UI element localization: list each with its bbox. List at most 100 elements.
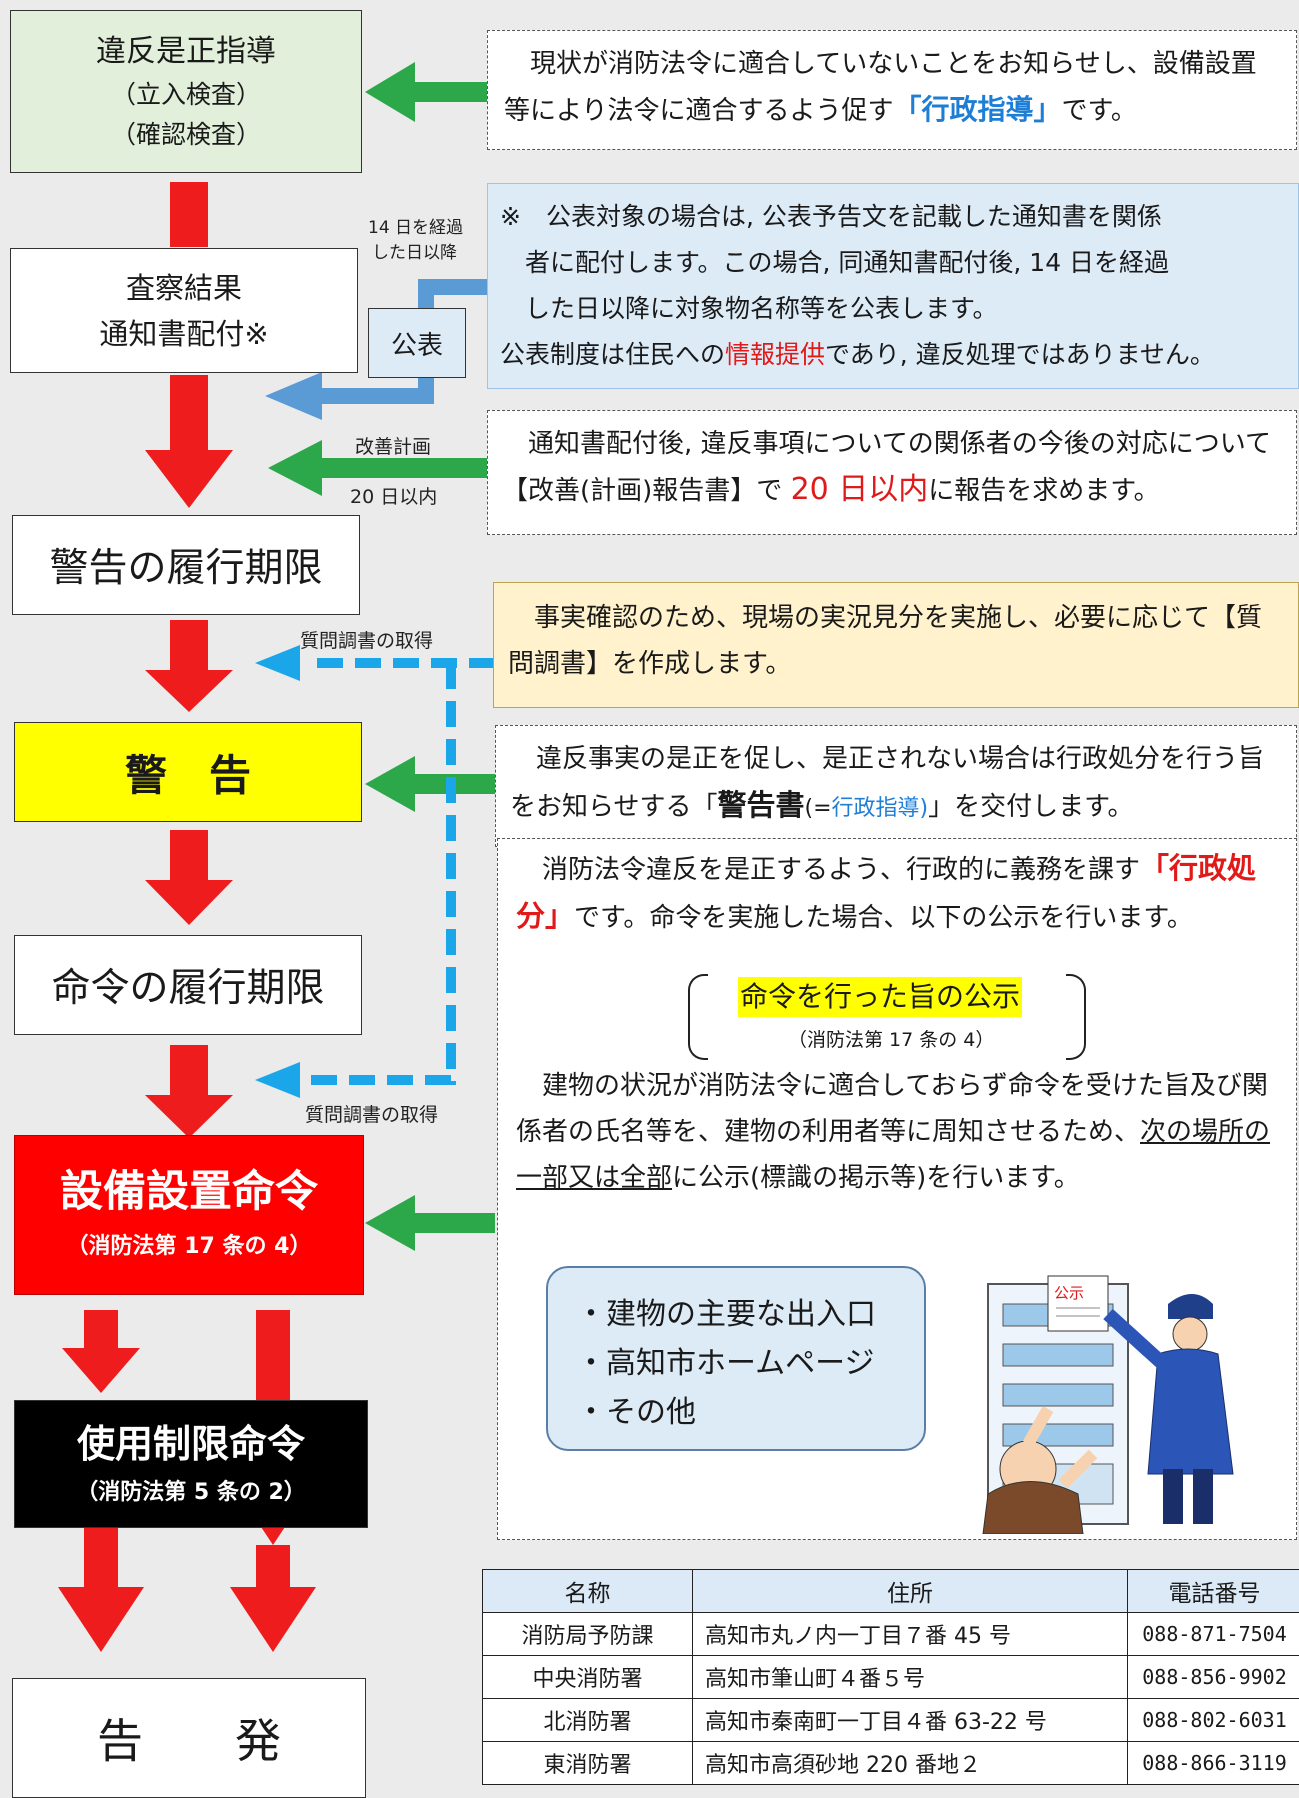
note-meirei-f: に公示(標識の掲示等)を行います。 [672,1163,1080,1193]
station-name: 消防局予防課 [483,1613,693,1656]
step-keikoku-label: 警 告 [125,742,251,803]
table-row: 北消防署 高知市秦南町一丁目４番 63-22 号 088-802-6031 [483,1699,1299,1742]
posting-notice-illustration: 公示 [968,1264,1268,1534]
blue-arrow-segment [320,388,434,404]
note-kaizen: 通知書配付後, 違反事項についての関係者の今後の対応について【改善(計画)報告書… [487,410,1297,535]
step-shidou-box: 違反是正指導 （立入検査） （確認検査） [10,10,362,173]
label-kaizen: 改善計画 [355,432,431,459]
step-kokuhatsu-box: 告 発 [12,1678,366,1798]
note-meirei-detail: 建物の状況が消防法令に適合しておらず命令を受けた旨及び関係者の氏名等を、建物の利… [516,1063,1286,1201]
koukai-label: 公表 [391,325,443,362]
kouji-bracket-left [688,974,708,1060]
note-koukai-l4c: であり, 違反処理ではありません。 [825,340,1215,369]
red-arrow-shaft [170,830,208,880]
note-keikoku-end: を交付します。 [954,792,1133,822]
note-shitsumon: 事実確認のため、現場の実況見分を実施し、必要に応じて【質問調書】を作成します。 [493,582,1299,708]
label-14days-2: した日以降 [372,238,457,263]
note-koukai-l2: 者に配付します。この場合, 同通知書配付後, 14 日を経過 [500,240,1286,286]
kouji-title: 命令を行った旨の公示 [738,977,1022,1017]
note-shidou-emph: 「行政指導」 [893,93,1061,126]
note-shidou-end: です。 [1062,96,1137,126]
kouji-sub: （消防法第 17 条の 4） [788,1025,994,1052]
red-arrow-head [145,670,233,712]
table-row: 東消防署 高知市高須砂地 220 番地２ 088-866-3119 [483,1742,1299,1785]
station-name: 東消防署 [483,1742,693,1785]
red-arrow-head [145,450,233,508]
table-header-row: 名称 住所 電話番号 [483,1570,1299,1613]
red-arrow-shaft [256,1545,290,1587]
station-address: 高知市丸ノ内一丁目７番 45 号 [693,1613,1128,1656]
station-tel: 088-856-9902 [1128,1656,1299,1699]
note-koukai-l3: した日以降に対象物名称等を公表します。 [500,286,1286,332]
note-kaizen-end: に報告を求めます。 [928,476,1159,506]
step-kokuhatsu-label: 告 発 [97,1705,281,1771]
kouji-place-item: ・高知市ホームページ [576,1339,896,1388]
red-arrow-head [230,1587,316,1652]
dashed-arrow-head [255,1062,300,1098]
note-meirei: 消防法令違反を是正するよう、行政的に義務を課す「行政処分」です。命令を実施した場… [497,838,1297,1540]
note-koukai-l1: ※ 公表対象の場合は, 公表予告文を記載した通知書を関係 [500,194,1286,240]
red-arrow-head [62,1348,140,1393]
step-setsubi-sub: （消防法第 17 条の 4） [67,1224,312,1270]
note-meirei-a: 消防法令違反を是正するよう、行政的に義務を課す [516,855,1140,885]
kouji-place-list: ・建物の主要な出入口 ・高知市ホームページ ・その他 [546,1266,926,1451]
note-keikoku-q1: 「 [691,792,717,822]
station-address: 高知市筆山町４番５号 [693,1656,1128,1699]
green-arrow-head [365,62,415,122]
note-keikoku: 違反事実の是正を促し、是正されない場合は行政処分を行う旨をお知らせする「警告書(… [495,725,1297,847]
note-keikoku-gyosei: 行政指導) [832,796,929,821]
table-row: 消防局予防課 高知市丸ノ内一丁目７番 45 号 088-871-7504 [483,1613,1299,1656]
label-shitsumon-top: 質問調書の取得 [300,626,433,653]
step-shidou-title: 違反是正指導 [96,29,276,75]
step-keikoku-kigen-label: 警告の履行期限 [49,537,322,593]
step-shiyou-sub: （消防法第 5 条の 2） [76,1473,306,1513]
station-address: 高知市高須砂地 220 番地２ [693,1742,1128,1785]
step-meirei-kigen-box: 命令の履行期限 [14,935,362,1035]
table-header-address: 住所 [693,1570,1128,1613]
step-setsubi-box: 設備設置命令 （消防法第 17 条の 4） [14,1135,364,1295]
kouji-place-item: ・建物の主要な出入口 [576,1290,896,1339]
step-shidou-sub2: （確認検査） [111,115,261,155]
note-koukai-l4: 公表制度は住民への情報提供であり, 違反処理ではありません。 [500,332,1286,378]
step-shiyou-box: 使用制限命令 （消防法第 5 条の 2） [14,1400,368,1528]
red-arrow-head [58,1587,144,1652]
station-tel: 088-802-6031 [1128,1699,1299,1742]
step-keikoku-box: 警 告 [14,722,362,822]
step-keikoku-kigen-box: 警告の履行期限 [12,515,360,615]
kouji-place-item: ・その他 [576,1388,896,1437]
sign-text: 公示 [1054,1284,1084,1302]
note-koukai-l4a: 公表制度は住民への [500,340,725,369]
note-meirei-intro: 消防法令違反を是正するよう、行政的に義務を課す「行政処分」です。命令を実施した場… [516,845,1286,941]
step-tsuchi-line2: 通知書配付※ [99,311,268,357]
fire-station-table: 名称 住所 電話番号 消防局予防課 高知市丸ノ内一丁目７番 45 号 088-8… [482,1569,1299,1785]
dashed-arrow-head [255,645,300,681]
green-arrow-shaft [320,458,495,478]
note-shidou: 現状が消防法令に適合していないことをお知らせし、設備設置等により法令に適合するよ… [487,30,1297,150]
note-koukai: ※ 公表対象の場合は, 公表予告文を記載した通知書を関係 者に配付します。この場… [487,183,1299,389]
note-shidou-text: 現状が消防法令に適合していないことをお知らせし、設備設置等により法令に適合するよ… [504,49,1257,126]
step-meirei-kigen-label: 命令の履行期限 [51,957,324,1013]
green-arrow-head [268,440,322,496]
blue-arrow-head [265,372,322,420]
red-arrow-shaft [170,182,208,247]
kouji-bracket-right [1066,974,1086,1060]
green-arrow-head [365,1195,415,1251]
station-address: 高知市秦南町一丁目４番 63-22 号 [693,1699,1128,1742]
red-arrow-shaft [170,1045,208,1095]
red-arrow-head [145,880,233,925]
note-keikoku-paren: (= [805,796,832,821]
table-row: 中央消防署 高知市筆山町４番５号 088-856-9902 [483,1656,1299,1699]
note-keikoku-doc: 警告書 [718,788,805,822]
red-arrow-head [145,1095,233,1138]
red-arrow-shaft [84,1527,118,1587]
koukai-box: 公表 [368,308,466,378]
note-koukai-l4b: 情報提供 [725,340,825,369]
station-tel: 088-866-3119 [1128,1742,1299,1785]
label-shitsumon-bottom: 質問調書の取得 [305,1100,438,1127]
label-20days: 20 日以内 [350,482,437,509]
table-header-name: 名称 [483,1570,693,1613]
red-arrow-shaft [84,1310,118,1348]
step-shiyou-title: 使用制限命令 [77,1415,305,1473]
step-setsubi-title: 設備設置命令 [60,1160,318,1224]
note-kaizen-days: 20 日以内 [791,472,929,507]
